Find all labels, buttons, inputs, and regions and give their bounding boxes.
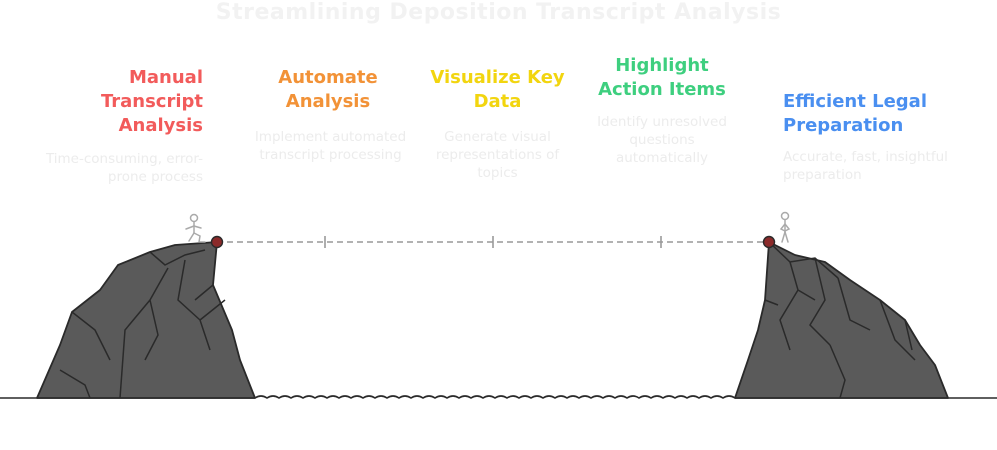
- step-label-efficient: Efficient Legal Preparation: [783, 91, 927, 136]
- step-desc-automate: Implement automated transcript processin…: [254, 129, 407, 163]
- step-label-highlight: Highlight Action Items: [598, 55, 726, 100]
- left-cliff: [36, 241, 256, 399]
- diagram-title: Streamlining Deposition Transcript Analy…: [215, 0, 782, 25]
- right-anchor: [762, 235, 776, 249]
- water-waves: [254, 395, 736, 399]
- standing-figure-icon: [779, 211, 791, 243]
- step-desc-manual: Time-consuming, error-prone process: [45, 151, 203, 185]
- step-label-manual: Manual Transcript Analysis: [100, 67, 203, 136]
- step-desc-efficient: Accurate, fast, insightful preparation: [783, 149, 948, 183]
- step-label-visualize: Visualize Key Data: [430, 67, 565, 112]
- step-desc-highlight: Identify unresolved questions automatica…: [597, 114, 727, 166]
- step-label-automate: Automate Analysis: [278, 67, 378, 112]
- tightrope: [210, 235, 776, 249]
- step-desc-visualize: Generate visual representations of topic…: [435, 129, 560, 181]
- left-anchor: [210, 235, 224, 249]
- right-cliff: [734, 241, 949, 399]
- walking-figure-icon: [185, 213, 206, 243]
